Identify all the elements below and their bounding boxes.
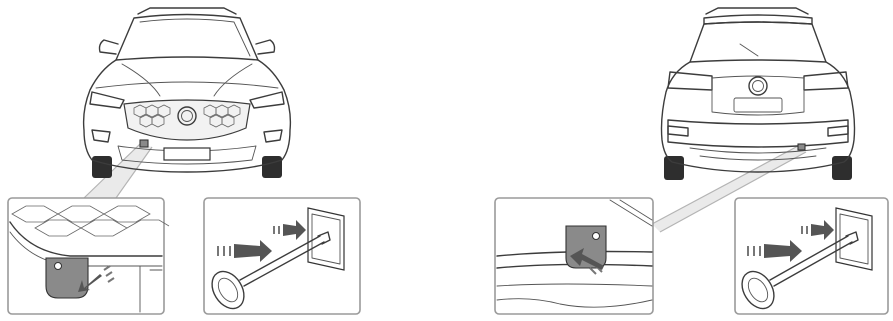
front-windshield [116,15,258,61]
front-left-fog-lamp [92,130,110,142]
front-hood-edge [96,82,278,88]
front-grille [124,100,250,140]
front-left-headlight [90,92,124,108]
rear-left-tyre [664,156,684,180]
rear-tow-cover-notch [593,233,600,240]
rear-right-tyre [832,156,852,180]
rear-badge-inner [753,81,764,92]
front-tow-cover-notch [55,263,62,270]
front-windshield-inner [140,19,250,56]
rear-tow-cover-location [798,144,805,150]
front-tow-eye-install-detail [204,198,360,314]
rear-right-reflector [828,126,848,136]
front-left-tyre [92,156,112,178]
rear-bumper [668,120,848,147]
front-view-car [84,8,291,198]
rear-tow-eye-install-detail [735,198,888,314]
front-tow-cover [46,258,88,298]
front-tow-cover-detail [8,198,169,314]
front-left-mirror [100,40,119,54]
rear-plate-recess [734,98,782,112]
rear-roof-rail [706,8,808,14]
rear-tow-cover-detail [495,198,653,314]
front-right-mirror [256,40,275,54]
rear-wiper [740,44,758,56]
rear-left-reflector [668,126,688,136]
rear-body-outline [662,62,855,172]
front-right-fog-lamp [264,130,282,142]
rear-diffuser [690,148,826,160]
front-right-headlight [250,92,284,108]
front-tow-cover-location [140,140,148,147]
front-hood-crease [122,64,252,96]
front-roof-rail [138,8,236,14]
rear-badge [749,77,767,95]
front-right-tyre [262,156,282,178]
front-license-plate [164,148,210,160]
